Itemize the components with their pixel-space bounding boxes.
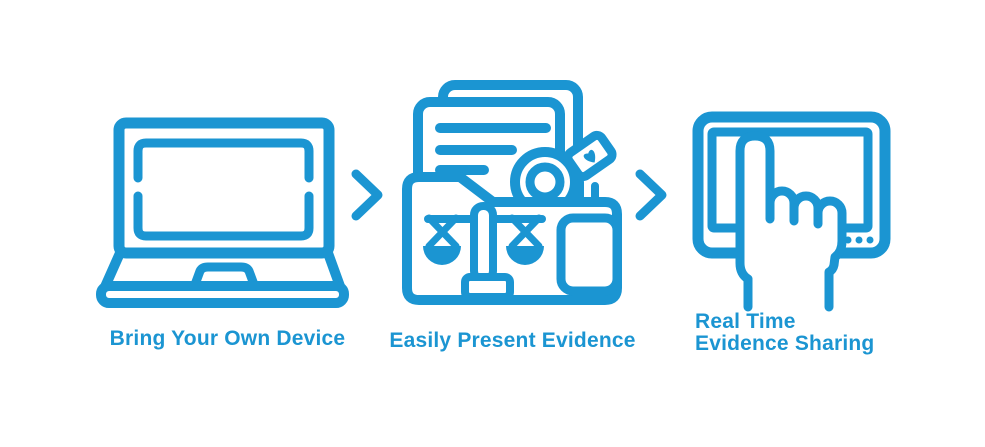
evidence-folder-icon <box>398 78 628 318</box>
label-line: Easily Present Evidence <box>389 329 636 352</box>
label-line: Evidence Sharing <box>695 332 875 355</box>
label-line: Real Time <box>695 310 796 333</box>
chevron-right-icon <box>635 169 669 221</box>
step-label-easily-present-evidence: Easily Present Evidence <box>385 330 640 352</box>
chevron-right-icon <box>351 169 385 221</box>
step-label-real-time-evidence-sharing: Real Time Evidence Sharing <box>695 311 905 355</box>
label-line: Bring Your Own Device <box>109 327 346 350</box>
step-label-bring-your-own-device: Bring Your Own Device <box>95 328 360 350</box>
laptop-icon <box>95 110 350 310</box>
touchscreen-hand-icon <box>685 105 900 320</box>
